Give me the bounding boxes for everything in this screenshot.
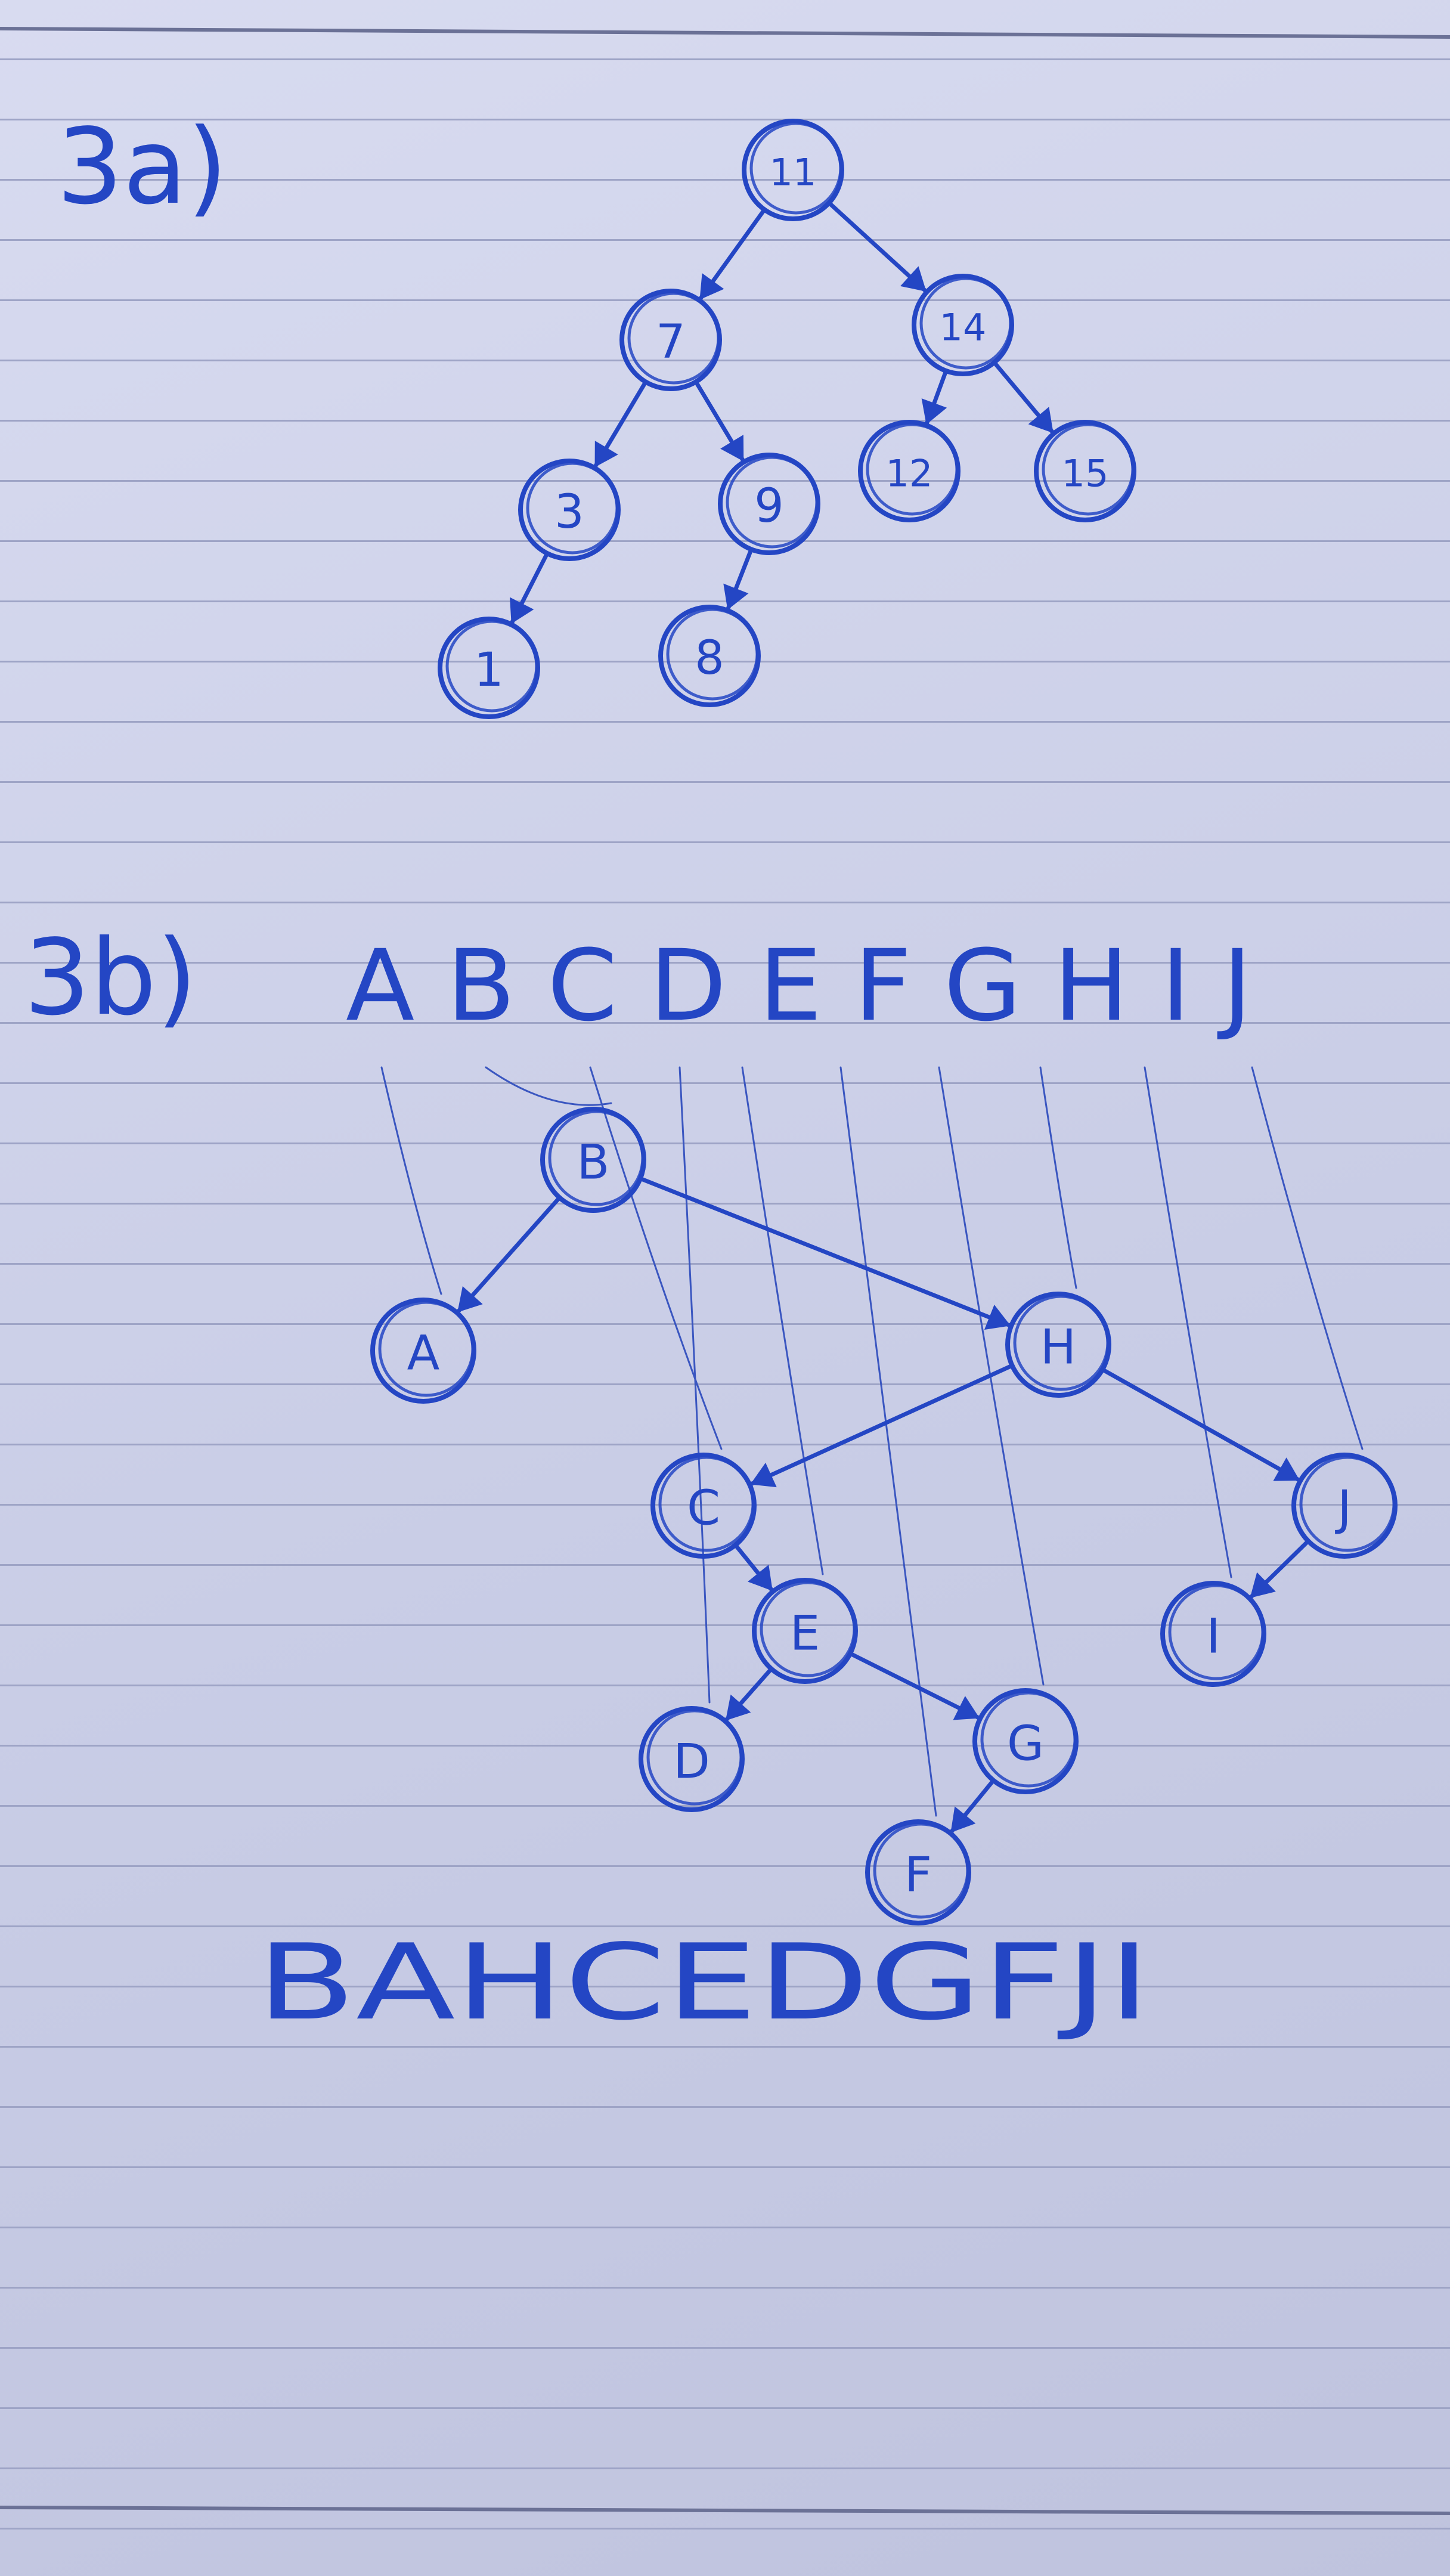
edge-b-G-F (949, 1778, 996, 1834)
tree-a-node-11-label: 11 (770, 151, 817, 194)
guide-line-H (1039, 1066, 1077, 1289)
edge-a-n7-n9 (693, 379, 745, 462)
guide-line-F (839, 1066, 937, 1817)
edge-a-n14-n15 (992, 360, 1055, 434)
tree-a-node-8: 8 (658, 605, 761, 707)
tree-a-node-7-label: 7 (656, 315, 686, 369)
tree-a-node-15-label: 15 (1062, 452, 1109, 496)
tree-b-node-F: F (865, 1819, 971, 1925)
tree-b-node-H: H (1005, 1292, 1111, 1398)
edge-b-J-I (1249, 1538, 1310, 1599)
tree-b-node-I: I (1160, 1581, 1266, 1687)
traversal-result: BAHCEDGFJI (256, 1922, 1151, 2044)
tree-b-node-C: C (650, 1453, 757, 1559)
part-b-heading: 3b) (24, 918, 197, 1039)
guide-line-A (380, 1066, 442, 1295)
tree-a-node-12: 12 (858, 420, 961, 522)
tree-edges (456, 200, 1310, 1834)
tree-a-node-8-label: 8 (695, 631, 724, 685)
tree-b-node-D: D (639, 1706, 745, 1812)
bottom-rule (0, 2506, 1450, 2515)
tree-b-node-H-label: H (1040, 1320, 1076, 1375)
tree-a-node-11: 11 (742, 119, 844, 221)
guide-lines (380, 1066, 1364, 1817)
tree-a-node-1-label: 1 (474, 643, 504, 697)
guide-line-I (1144, 1066, 1232, 1578)
tree-a-node-3: 3 (518, 459, 621, 561)
tree-b-node-A-label: A (407, 1326, 440, 1381)
tree-b-node-J-label: J (1334, 1481, 1352, 1536)
tree-b-node-A: A (370, 1298, 476, 1404)
edge-a-n11-n14 (827, 200, 927, 293)
tree-b-node-I-label: I (1206, 1609, 1220, 1664)
letter-sequence: A B C D E F G H I J (346, 928, 1252, 1043)
tree-a-node-1: 1 (438, 617, 540, 719)
edge-a-n11-n7 (698, 208, 767, 301)
tree-a-node-9: 9 (718, 453, 820, 555)
edge-b-B-H (638, 1176, 1011, 1330)
guide-line-G (938, 1066, 1045, 1686)
tree-b-node-D-label: D (673, 1734, 710, 1789)
guide-line-B (485, 1066, 612, 1106)
edge-b-B-A (456, 1195, 562, 1314)
tree-b-node-F-label: F (904, 1847, 932, 1903)
edge-a-n7-n3 (593, 379, 648, 468)
guide-line-D (678, 1066, 711, 1704)
tree-b-node-E-label: E (790, 1606, 820, 1661)
tree-b-node-B: B (540, 1107, 646, 1213)
tree-a-node-3-label: 3 (554, 485, 584, 539)
tree-a-node-9-label: 9 (754, 479, 784, 533)
tree-a-node-14-label: 14 (940, 306, 987, 349)
top-rule (0, 27, 1450, 39)
guide-line-J (1251, 1066, 1364, 1450)
edge-a-n9-n8 (723, 547, 754, 611)
tree-b-node-B-label: B (577, 1135, 610, 1190)
edge-a-n14-n12 (921, 369, 949, 425)
guide-line-C (589, 1066, 723, 1450)
edge-b-H-J (1100, 1367, 1300, 1482)
tree-a-node-12-label: 12 (886, 452, 933, 496)
tree-b-node-G: G (972, 1688, 1079, 1794)
tree-b-node-C-label: C (687, 1481, 720, 1536)
guide-line-E (741, 1066, 824, 1575)
edge-b-C-E (733, 1543, 774, 1592)
edge-b-E-D (724, 1667, 774, 1722)
edge-a-n3-n1 (509, 551, 550, 624)
tree-b-node-G-label: G (1007, 1716, 1044, 1772)
tree-a-node-7: 7 (619, 289, 722, 391)
tree-b-node-J: J (1291, 1453, 1398, 1559)
tree-a-node-14: 14 (912, 274, 1014, 376)
edge-b-H-C (749, 1363, 1015, 1488)
tree-a-node-15: 15 (1034, 420, 1136, 522)
edge-b-E-G (848, 1651, 980, 1720)
tree-b-node-E: E (752, 1578, 858, 1684)
part-a-heading: 3a) (57, 107, 228, 228)
